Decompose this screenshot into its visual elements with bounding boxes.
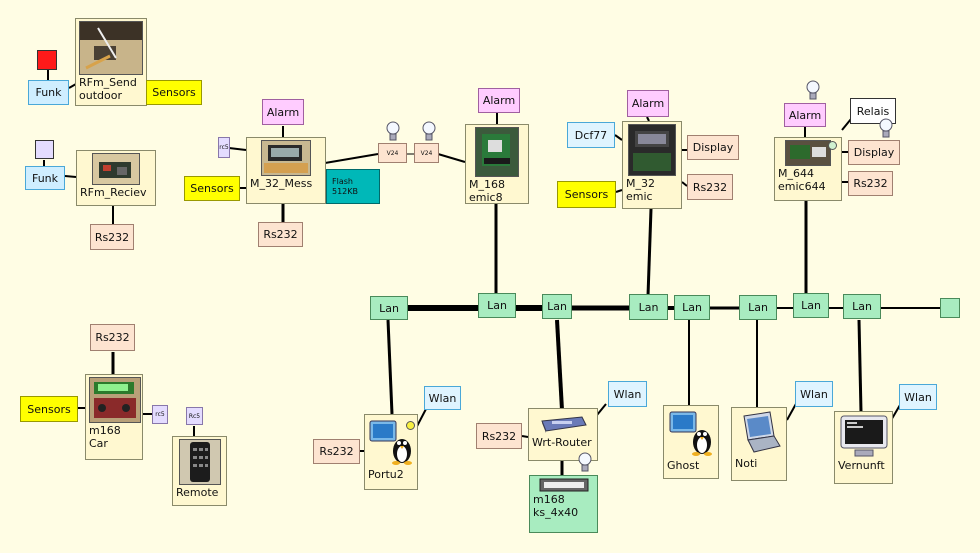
- rc5-node[interactable]: rc5: [218, 137, 230, 158]
- wrt-router-node[interactable]: Wrt-Router: [528, 408, 598, 461]
- wlan-node[interactable]: Wlan: [795, 381, 833, 407]
- circuit-board-photo: [89, 377, 141, 423]
- linux-tux-icon: [669, 411, 712, 456]
- sensors-node[interactable]: Sensors: [20, 396, 78, 422]
- sensors-node[interactable]: Sensors: [146, 80, 202, 105]
- funk-node[interactable]: Funk: [28, 80, 69, 105]
- circuit-board-photo: [79, 21, 143, 75]
- alarm-node[interactable]: Alarm: [262, 99, 304, 125]
- circuit-board-photo: [261, 140, 311, 176]
- rs232-node[interactable]: Rs232: [258, 222, 303, 247]
- lan-node[interactable]: Lan: [674, 295, 710, 320]
- lightbulb-icon: [422, 121, 436, 141]
- lightbulb-icon: [806, 80, 820, 100]
- flash-512kb-node[interactable]: Flash 512KB: [326, 169, 380, 204]
- lan-node[interactable]: Lan: [843, 294, 881, 319]
- noti-node[interactable]: Noti: [731, 407, 787, 481]
- dcf77-node[interactable]: Dcf77: [567, 122, 615, 148]
- status-square-red: [37, 50, 57, 70]
- wlan-node[interactable]: Wlan: [899, 384, 937, 410]
- wlan-node[interactable]: Wlan: [424, 386, 461, 410]
- display-node[interactable]: Display: [687, 135, 739, 160]
- display-node[interactable]: Display: [848, 140, 900, 165]
- v24-node[interactable]: V24: [414, 143, 439, 163]
- lan-node[interactable]: Lan: [370, 296, 408, 320]
- rs232-node[interactable]: Rs232: [90, 224, 134, 250]
- v24-node[interactable]: V24: [378, 143, 407, 163]
- vernunft-node[interactable]: Vernunft: [834, 411, 893, 484]
- funk-node[interactable]: Funk: [25, 166, 65, 190]
- circuit-board-photo: [475, 127, 519, 177]
- lan-node[interactable]: Lan: [793, 293, 829, 318]
- m168-car-node[interactable]: m168 Car: [85, 374, 143, 460]
- rs232-node[interactable]: Rs232: [476, 423, 522, 449]
- status-square-lilac: [35, 140, 54, 159]
- rfm-send-node[interactable]: RFm_Send outdoor: [75, 18, 147, 106]
- sensors-node[interactable]: Sensors: [184, 176, 240, 201]
- rs232-node[interactable]: Rs232: [90, 324, 135, 351]
- rs232-node[interactable]: Rs232: [687, 174, 733, 200]
- terminal-icon: [840, 415, 887, 457]
- ks-4x40-node[interactable]: m168 ks_4x40: [529, 475, 598, 533]
- lan-endpoint[interactable]: [940, 298, 960, 318]
- circuit-board-photo: [785, 140, 831, 166]
- lan-node[interactable]: Lan: [542, 294, 572, 319]
- status-dot: [828, 141, 837, 150]
- rs232-node[interactable]: Rs232: [848, 171, 893, 196]
- rc5-node[interactable]: rc5: [152, 405, 168, 424]
- lan-node[interactable]: Lan: [629, 294, 668, 320]
- rs232-node[interactable]: Rs232: [313, 439, 360, 464]
- laptop-icon: [743, 411, 781, 453]
- circuit-board-photo: [92, 153, 140, 185]
- remote-control-photo: [178, 439, 221, 485]
- lan-node[interactable]: Lan: [739, 295, 777, 320]
- wlan-node[interactable]: Wlan: [608, 381, 647, 407]
- status-dot: [406, 421, 415, 430]
- m32-mess-node[interactable]: M_32_Mess: [246, 137, 326, 204]
- lightbulb-icon: [578, 452, 592, 472]
- m32-emic-node[interactable]: M_32 emic: [622, 121, 682, 209]
- rfm-reciev-node[interactable]: RFm_Reciev: [76, 150, 156, 206]
- lan-node[interactable]: Lan: [478, 293, 516, 318]
- ghost-node[interactable]: Ghost: [663, 405, 719, 479]
- sensors-node[interactable]: Sensors: [557, 181, 616, 208]
- router-icon: [541, 416, 587, 433]
- alarm-node[interactable]: Alarm: [627, 90, 669, 117]
- m168-emic8-node[interactable]: M_168 emic8: [465, 124, 529, 204]
- lcd-display-icon: [539, 478, 588, 492]
- circuit-board-photo: [628, 124, 676, 176]
- remote-node[interactable]: Remote: [172, 436, 227, 506]
- alarm-node[interactable]: Alarm: [478, 88, 520, 113]
- alarm-node[interactable]: Alarm: [784, 103, 826, 127]
- linux-tux-icon: [369, 420, 412, 465]
- lightbulb-icon: [386, 121, 400, 141]
- rc5-node[interactable]: Rc5: [186, 407, 203, 425]
- lightbulb-icon: [879, 118, 893, 138]
